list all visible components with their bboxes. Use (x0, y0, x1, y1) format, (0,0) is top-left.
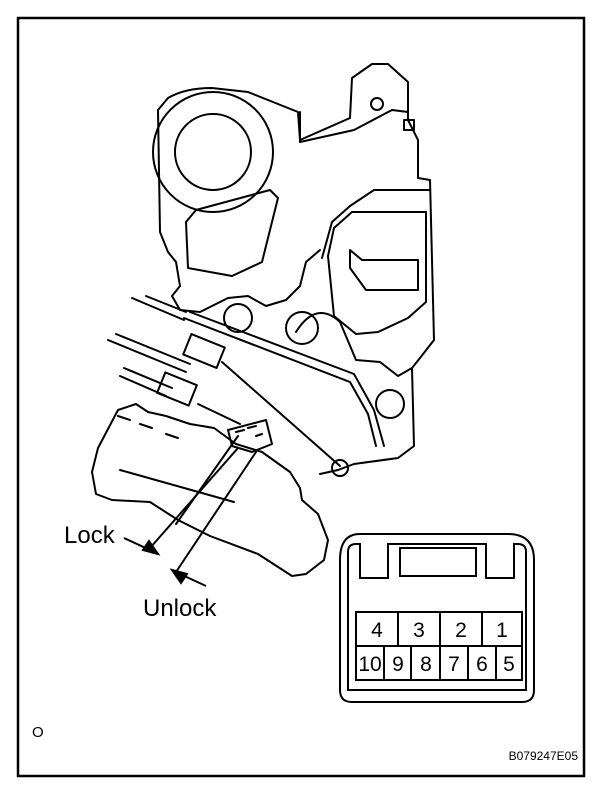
cable-connector-lower (156, 371, 198, 407)
latch-slot (349, 249, 419, 291)
motor-block (185, 189, 279, 277)
knob-lever-2 (175, 451, 257, 573)
knob-ribs (117, 415, 235, 503)
bracket-hole (370, 97, 384, 111)
cable-conduit-upper-1 (107, 339, 187, 373)
link-rod-upper (131, 297, 185, 321)
lock-boss-inner (174, 113, 252, 191)
knob-body (91, 403, 329, 577)
pin-label-9: 9 (392, 653, 404, 676)
lock-knob-detail (235, 425, 263, 437)
connector-pin-labels: 4 3 2 1 10 9 8 7 6 5 (358, 619, 515, 676)
cable-wire-lower (197, 403, 241, 425)
cable-conduit-upper-2 (115, 333, 191, 365)
lock-boss-outer (152, 91, 274, 213)
pin-label-10: 10 (358, 653, 381, 676)
cable-end (331, 459, 349, 477)
latch-outline (321, 189, 431, 259)
latch-cam (295, 312, 413, 377)
unlock-arrow-head (169, 568, 189, 585)
latch-pin (375, 389, 405, 419)
knob-lever-3 (175, 435, 239, 525)
link-rod-main-1 (183, 317, 377, 447)
pin-label-8: 8 (420, 653, 432, 676)
connector-outline (339, 533, 535, 703)
pin-label-6: 6 (476, 653, 488, 676)
bracket-tab (403, 119, 415, 131)
link-rod-main-2 (189, 311, 385, 447)
pin-label-2: 2 (455, 619, 467, 642)
figure-frame (16, 16, 586, 778)
pin-label-4: 4 (371, 619, 383, 642)
latch-inner (327, 211, 427, 335)
upper-bracket (299, 109, 409, 143)
motion-arrows (123, 537, 207, 587)
door-lock-assembly (91, 63, 435, 577)
latch-pivot-1 (223, 303, 253, 333)
connector-face (339, 533, 535, 703)
pin-label-1: 1 (496, 619, 508, 642)
cable-conduit-lower-2 (123, 367, 173, 389)
connector-inner-outline (347, 543, 527, 691)
unlock-label: Unlock (143, 595, 217, 622)
link-rod-upper-2 (145, 295, 187, 313)
lock-label: Lock (64, 522, 116, 549)
lock-knob (227, 419, 273, 453)
pin-label-7: 7 (448, 653, 460, 676)
connector-latch (399, 547, 477, 577)
cable-wire-upper (221, 361, 341, 467)
corner-mark: O (32, 724, 44, 741)
figure-code: B079247E05 (509, 749, 579, 763)
pin-label-3: 3 (413, 619, 425, 642)
cable-connector-upper (182, 333, 226, 369)
latch-pivot-2 (285, 311, 319, 345)
pin-label-5: 5 (503, 653, 515, 676)
lock-housing-left (157, 109, 321, 313)
lock-arrow-head (141, 539, 161, 556)
lock-housing-outline (157, 63, 435, 475)
